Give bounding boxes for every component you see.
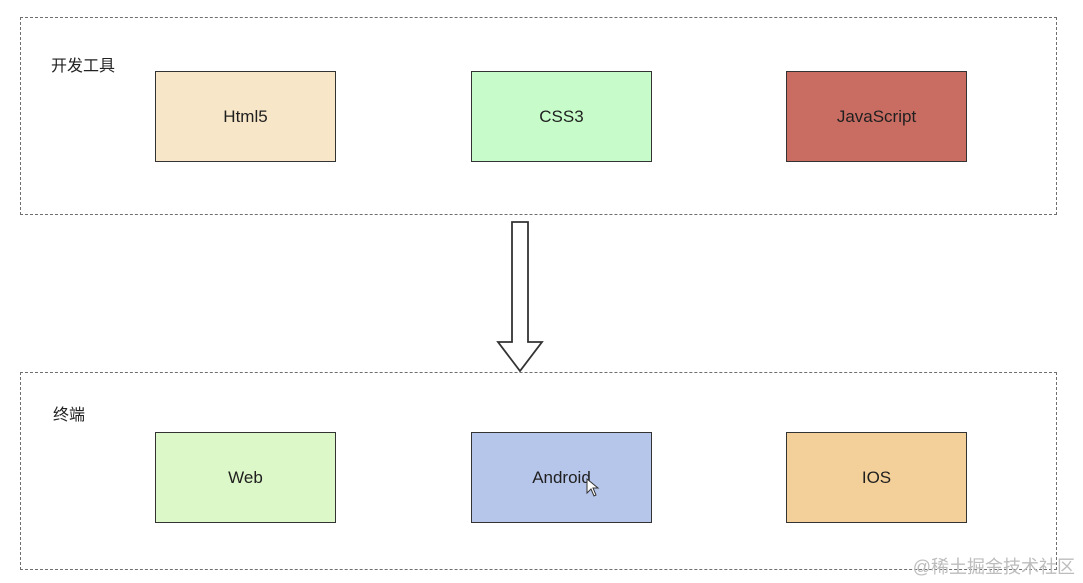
javascript-node: JavaScript <box>786 71 967 162</box>
mouse-cursor-icon <box>586 478 600 497</box>
platforms-group-title: 终端 <box>53 407 86 424</box>
source-watermark: @稀土掘金技术社区 <box>912 557 1075 577</box>
css3-node: CSS3 <box>471 71 652 162</box>
down-arrow-icon <box>496 221 544 373</box>
platforms-group <box>20 372 1057 570</box>
web-node: Web <box>155 432 336 523</box>
html5-node: Html5 <box>155 71 336 162</box>
dev-tools-group <box>20 17 1057 215</box>
dev-tools-group-title: 开发工具 <box>51 58 116 75</box>
android-node: Android <box>471 432 652 523</box>
ios-node: IOS <box>786 432 967 523</box>
